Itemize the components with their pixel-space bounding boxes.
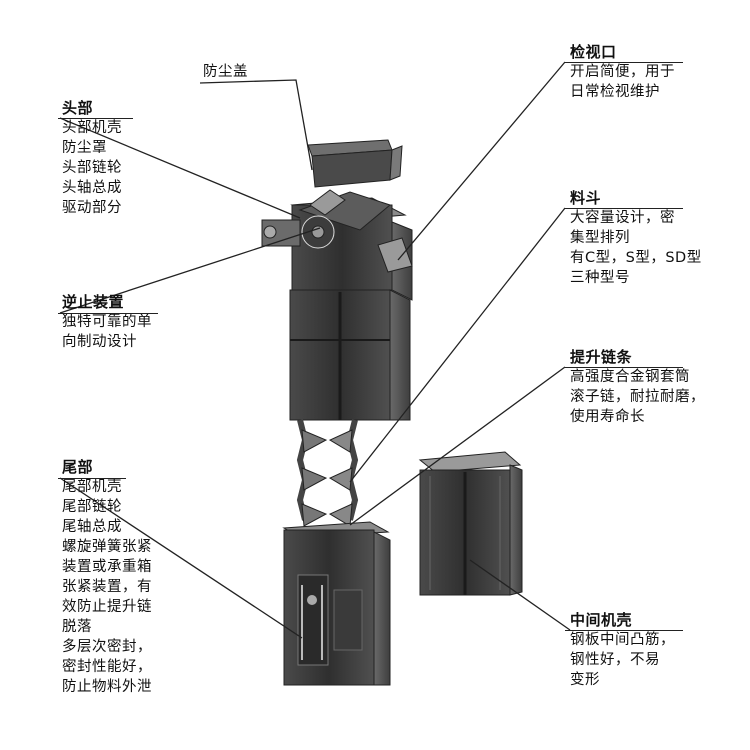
middle-casing-part [418,451,523,596]
chain-title: 提升链条 [570,348,633,366]
head-line: 头部机壳 [62,120,122,136]
callout-tail: 尾部 尾部机壳 尾部链轮 尾轴总成 螺旋弹簧张紧 装置或承重箱 张紧装置，有 效… [62,457,152,697]
bucket-line: 集型排列 [570,230,630,246]
bucket-underline [565,208,683,209]
head-underline [58,118,133,119]
upper-casing-part [289,289,411,421]
head-line: 防尘罩 [62,140,107,156]
middle-casing-line: 钢板中间凸筋， [570,632,675,648]
tail-line: 尾轴总成 [62,519,122,535]
tail-line: 密封性能好， [62,659,152,675]
tail-line: 尾部机壳 [62,479,122,495]
inspection-line: 日常检视维护 [570,84,660,100]
tail-line: 尾部链轮 [62,499,122,515]
tail-section-part [282,521,391,686]
leader-backstop [59,227,321,314]
middle-casing-line: 钢性好，不易 [570,652,660,668]
leader-lines [59,61,571,639]
tail-line: 脱落 [62,619,92,635]
callout-inspection: 检视口 开启简便，用于 日常检视维护 [570,42,675,102]
middle-casing-title: 中间机壳 [570,611,633,629]
head-section-part [261,189,413,301]
backstop-line: 独特可靠的单 [62,314,152,330]
bucket-line: 三种型号 [570,270,630,286]
leader-tail [59,477,303,639]
backstop-title: 逆止装置 [62,293,125,311]
callout-dust-cover: 防尘盖 [203,62,248,82]
backstop-underline [58,313,158,314]
bucket-line: 大容量设计，密 [570,210,675,226]
tail-line: 效防止提升链 [62,599,152,615]
tail-line: 防止物料外泄 [62,679,152,695]
tail-underline [58,478,126,479]
callout-head: 头部 头部机壳 防尘罩 头部链轮 头轴总成 驱动部分 [62,98,122,218]
inspection-line: 开启简便，用于 [570,64,675,80]
leader-inspection [397,61,566,261]
bucket-line: 有C型，S型，SD型 [570,250,702,266]
middle-casing-line: 变形 [570,672,600,688]
dust-cover-part [307,139,403,188]
inspection-title: 检视口 [570,43,617,61]
bucket-title: 料斗 [570,189,602,207]
chain-line: 高强度合金钢套筒 [570,369,690,385]
head-line: 头轴总成 [62,180,122,196]
leader-bucket [349,207,566,483]
backstop-line: 向制动设计 [62,334,137,350]
inspection-underline [565,62,683,63]
tail-line: 螺旋弹簧张紧 [62,539,152,555]
callout-bucket: 料斗 大容量设计，密 集型排列 有C型，S型，SD型 三种型号 [570,188,702,288]
chain-line: 滚子链，耐拉耐磨， [570,389,705,405]
chain-buckets-part [296,419,359,527]
head-title: 头部 [62,99,94,117]
tail-line: 装置或承重箱 [62,559,152,575]
dust-cover-title: 防尘盖 [203,64,248,80]
callout-chain: 提升链条 高强度合金钢套筒 滚子链，耐拉耐磨， 使用寿命长 [570,347,705,427]
chain-underline [565,367,683,368]
leader-head [59,117,301,219]
leader-middle-casing [469,559,571,631]
callout-backstop: 逆止装置 独特可靠的单 向制动设计 [62,292,152,352]
middle-casing-underline [565,630,683,631]
callout-middle-casing: 中间机壳 钢板中间凸筋， 钢性好，不易 变形 [570,610,675,690]
tail-line: 多层次密封， [62,639,152,655]
head-line: 驱动部分 [62,200,122,216]
leader-chain [349,366,566,526]
head-line: 头部链轮 [62,160,122,176]
tail-title: 尾部 [62,458,94,476]
leader-dust-cover [199,79,313,171]
tail-line: 张紧装置，有 [62,579,152,595]
chain-line: 使用寿命长 [570,409,645,425]
